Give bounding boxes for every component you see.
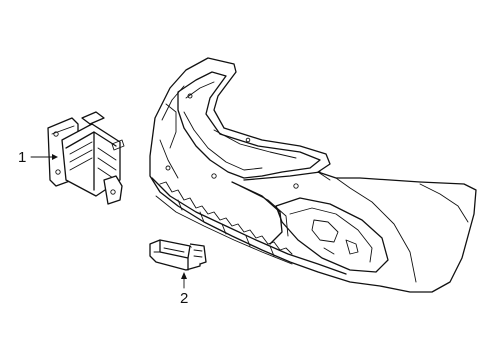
front-bumper-cover (149, 57, 477, 293)
callout-2-arrowhead (181, 272, 187, 279)
bumper-sensor (149, 239, 207, 271)
callout-1-arrowhead (52, 154, 58, 160)
callout-1: 1 (18, 149, 58, 166)
callout-2-number: 2 (180, 290, 188, 307)
callout-1-number: 1 (18, 149, 26, 166)
radar-sensor-module (47, 111, 125, 205)
callout-2: 2 (180, 272, 188, 307)
